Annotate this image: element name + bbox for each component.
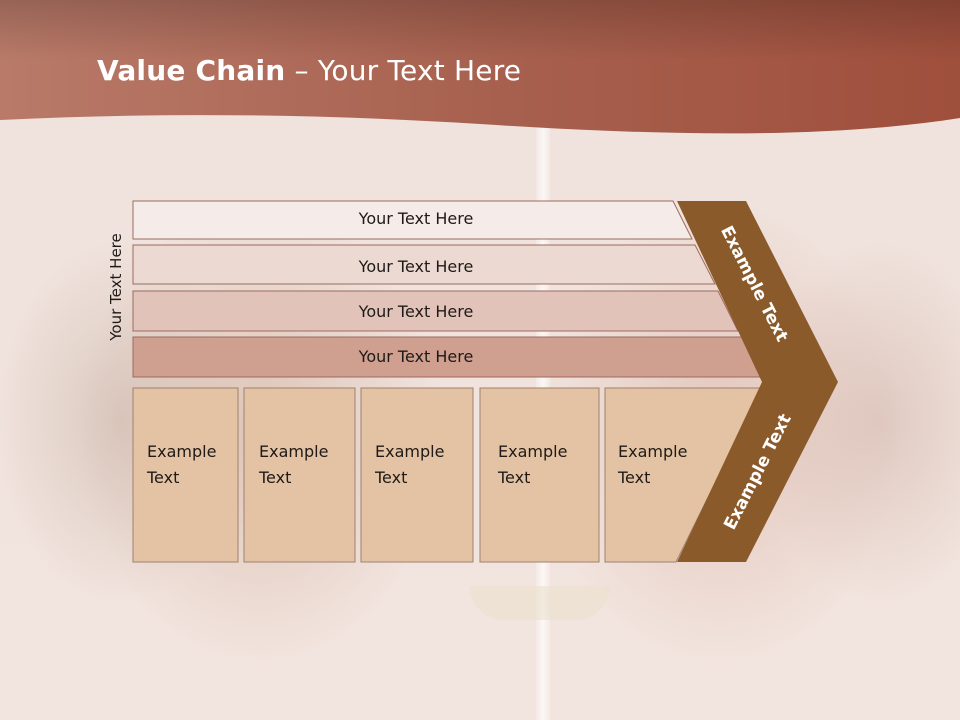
background-smile: [470, 586, 610, 620]
cell-box-3: [360, 387, 474, 563]
row-bar-2: [132, 244, 716, 285]
cell-text-4-line1: Example: [498, 442, 568, 461]
cell-text-5-line1: Example: [618, 442, 688, 461]
cell-box-5: [604, 387, 763, 563]
slide-title: Value Chain – Your Text Here: [97, 54, 521, 87]
cell-text-4-line2: Text: [498, 468, 531, 487]
cell-text-1-line1: Example: [147, 442, 217, 461]
row-bar-1: [132, 200, 693, 240]
title-rest: – Your Text Here: [285, 54, 522, 87]
side-label: Your Text Here: [107, 233, 125, 341]
cell-text-3-line1: Example: [375, 442, 445, 461]
cell-box-4: [479, 387, 600, 563]
cell-box-1: [132, 387, 239, 563]
header-band: [0, 0, 960, 134]
row-label-1: Your Text Here: [358, 209, 474, 228]
cell-text-3-line2: Text: [375, 468, 408, 487]
cell-text-2-line1: Example: [259, 442, 329, 461]
diagram-reflection: [0, 562, 960, 720]
cell-text-2-line2: Text: [259, 468, 292, 487]
cell-box-2: [243, 387, 356, 563]
title-bold: Value Chain: [97, 54, 286, 87]
row-label-2: Your Text Here: [358, 257, 474, 276]
cell-text-5-line2: Text: [618, 468, 651, 487]
row-label-4: Your Text Here: [358, 347, 474, 366]
chevron-arrow: [677, 201, 838, 562]
row-label-3: Your Text Here: [358, 302, 474, 321]
row-bar-3: [132, 290, 739, 332]
cell-text-1-line2: Text: [147, 468, 180, 487]
